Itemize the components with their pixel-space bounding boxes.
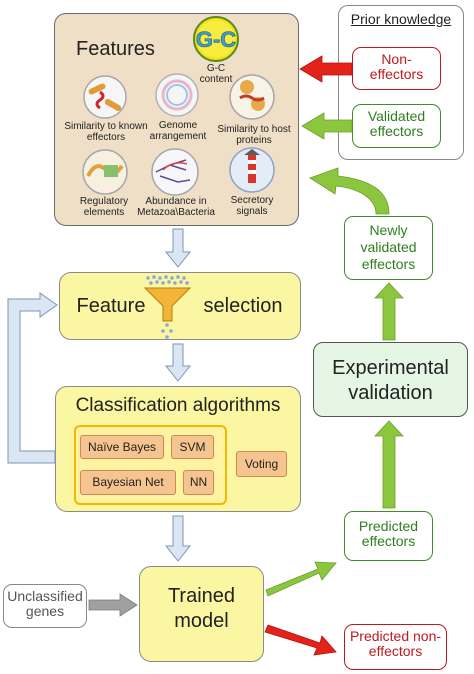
arrow-selection-to-classification [164, 343, 192, 382]
gc-icon-text: G-C [196, 27, 236, 52]
feature-label-genome: Genome arrangement [149, 120, 207, 142]
predicted-non-effectors-box [344, 624, 447, 670]
feature-selection-left-label: Feature [76, 295, 146, 317]
arrow-genes-to-trained [88, 593, 138, 617]
voting-box: Voting [236, 451, 287, 477]
arrow-validation-to-newly [374, 282, 404, 341]
host-proteins-icon [229, 74, 275, 120]
predicted-non-effectors-label: Predicted non-effectors [349, 628, 442, 660]
abundance-icon [151, 148, 199, 196]
nn-box: NN [183, 470, 214, 495]
validated-effectors-box [352, 104, 441, 148]
similarity-effectors-icon [83, 75, 127, 119]
trained-model-label: Trained model [167, 585, 236, 632]
regulatory-elements-icon [82, 149, 128, 195]
newly-validated-effectors-label: Newly validated effectors [360, 222, 417, 272]
arrow-trained-to-predicted [265, 561, 337, 597]
genome-arrangement-icon [155, 73, 199, 117]
feature-label-similarity-effectors: Similarity to known effectors [64, 121, 148, 143]
features-title: Features [76, 38, 155, 60]
feature-label-regulatory: Regulatory elements [79, 196, 129, 218]
feature-label-secretory: Secretory signals [230, 195, 274, 217]
arrow-features-to-selection [164, 228, 192, 268]
arrow-newly-to-features [309, 167, 390, 215]
trained-model-box [139, 566, 264, 662]
validated-effectors-label: Validated effectors [367, 108, 426, 140]
arrow-trained-to-non-effectors [264, 624, 337, 656]
unclassified-genes-box [3, 584, 87, 628]
feature-label-gc: G-C content [199, 63, 233, 85]
gc-content-icon: G-C [193, 16, 239, 62]
prior-knowledge-title: Prior knowledge [350, 11, 452, 27]
experimental-validation-box [313, 342, 468, 417]
predicted-effectors-label: Predicted effectors [358, 518, 419, 550]
feature-label-host-proteins: Similarity to host proteins [217, 124, 291, 146]
experimental-validation-label: Experimental validation [332, 357, 449, 404]
newly-validated-effectors-box [344, 216, 433, 280]
unclassified-genes-label: Unclassified genes [7, 588, 83, 620]
non-effectors-label: Non-effectors [369, 51, 424, 83]
feature-selection-right-label: selection [203, 295, 283, 317]
svm-box: SVM [171, 435, 214, 459]
classification-title: Classification algorithms [75, 395, 281, 416]
predicted-effectors-box [344, 511, 433, 561]
arrow-feedback-loop [7, 292, 58, 464]
arrow-classification-to-trained [164, 515, 192, 562]
bayesian-net-box: Bayesian Net [80, 470, 176, 495]
naive-bayes-box: Naïve Bayes [80, 435, 164, 459]
secretory-signals-icon [229, 147, 275, 193]
non-effectors-box [352, 47, 441, 90]
feature-label-abundance: Abundance in Metazoa\Bacteria [137, 196, 215, 218]
arrow-predicted-to-validation [374, 420, 404, 509]
arrow-validated-to-features [301, 112, 353, 140]
arrow-non-effectors-to-features [299, 55, 353, 83]
